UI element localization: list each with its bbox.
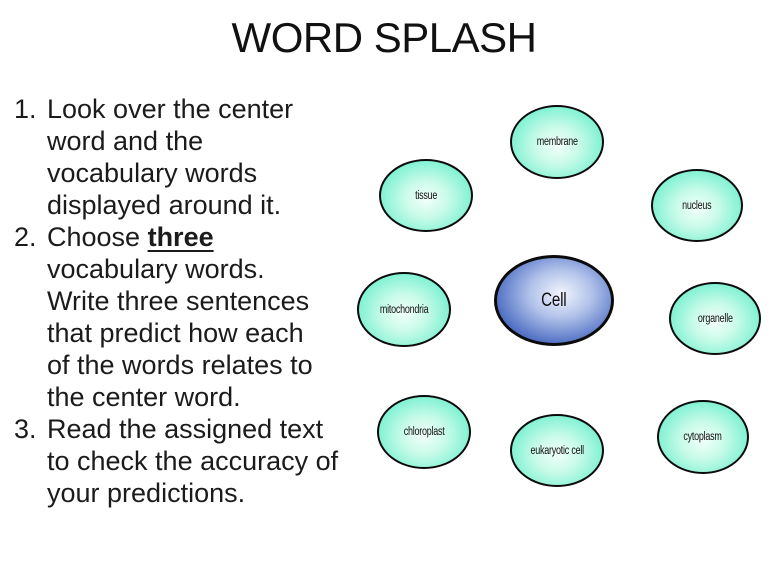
item-number: 2. [14,222,37,252]
vocab-label: cytoplasm [683,431,723,443]
vocab-ellipse-nucleus: nucleus [651,169,743,242]
vocab-ellipse-eukaryotic-cell: eukaryotic cell [510,414,604,487]
vocab-label: nucleus [682,199,712,212]
vocab-ellipse-chloroplast: chloroplast [377,395,471,469]
vocab-label: membrane [536,136,578,148]
center-ellipse-cell: Cell [494,255,614,346]
center-word-label: Cell [541,289,567,311]
instruction-line: 2. Choose three [14,221,366,253]
vocab-ellipse-tissue: tissue [379,159,473,232]
instruction-line: your predictions. [47,478,246,508]
instruction-line: to check the accuracy of [47,446,339,476]
instructions-list: 1. Look over the center word and the voca… [14,93,366,509]
vocab-label: organelle [697,312,733,325]
instruction-line: displayed around it. [47,190,282,220]
instruction-line: vocabulary words. [47,254,265,284]
instruction-item-1: 1. Look over the center word and the voca… [14,93,366,221]
instruction-line: the center word. [47,382,241,412]
instruction-text: Choose [47,222,148,252]
vocab-label: tissue [414,189,438,202]
slide-title: WORD SPLASH [231,14,537,61]
item-number: 3. [14,414,37,444]
vocab-ellipse-cytoplasm: cytoplasm [657,400,749,474]
instruction-text: Look over the center [47,94,294,124]
vocab-ellipse-organelle: organelle [669,282,761,355]
vocab-ellipse-mitochondria: mitochondria [357,272,451,347]
instruction-line: vocabulary words [47,158,258,188]
instruction-item-3: 3. Read the assigned text to check the ac… [14,413,366,509]
instruction-item-2: 2. Choose three vocabulary words. Write t… [14,221,366,413]
instruction-line: word and the [47,126,204,156]
emphasized-word: three [147,222,214,252]
instruction-line: 3. Read the assigned text [14,413,366,445]
vocab-label: mitochondria [379,303,429,316]
instruction-line: 1. Look over the center [14,93,366,125]
item-number: 1. [14,94,37,124]
vocab-label: chloroplast [403,426,445,438]
instruction-text: Read the assigned text [47,414,324,444]
vocab-ellipse-membrane: membrane [510,105,604,179]
instruction-line: that predict how each [47,318,304,348]
vocab-label: eukaryotic cell [530,444,584,457]
instruction-line: Write three sentences [47,286,310,316]
instruction-line: of the words relates to [47,350,313,380]
